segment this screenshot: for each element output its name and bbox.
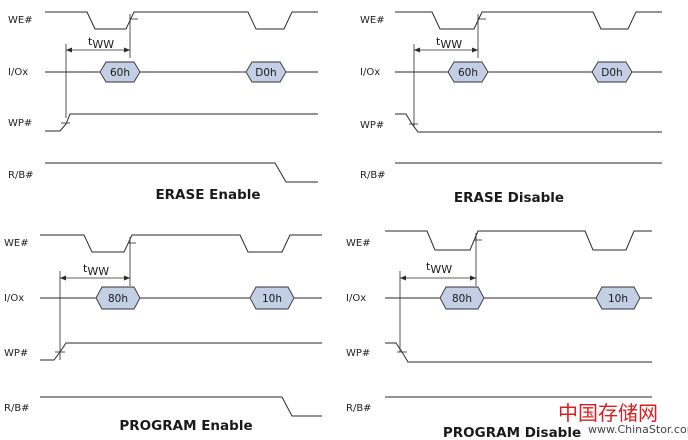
panel-program-disable: WE# I/Ox WP# R/B# tWW 80h 10h PROGRAM Di… [346,230,652,440]
watermark-url: www.ChinaStor.com [588,423,688,436]
label-rb: R/B# [8,170,34,181]
command-box [99,61,141,83]
wp-waveform [45,113,318,132]
tww-label: tWW [436,35,462,51]
we-waveform [395,11,662,30]
label-rb: R/B# [4,403,30,414]
label-we: WE# [8,15,33,26]
arrow-left [66,47,72,53]
label-rb: R/B# [346,403,372,414]
rb-waveform [45,162,318,183]
label-wp: WP# [4,348,28,359]
panel-program-enable: WE# I/Ox WP# R/B# tWW 80h 10h PROGRAM En… [4,234,322,434]
panel-caption: PROGRAM Disable [443,425,581,440]
arrow-right [472,47,478,53]
panel-caption: ERASE Enable [155,187,260,203]
label-io: I/Ox [8,67,28,78]
label-io: I/Ox [360,67,380,78]
command-byte-2: 10h [608,293,628,305]
command-byte-2: D0h [255,67,276,79]
label-we: WE# [4,238,29,249]
wp-waveform [385,342,652,363]
command-box [249,286,295,310]
panel-erase-enable: WE# I/Ox WP# R/B# tWW 60h D0h ERASE Enab… [8,11,318,203]
command-byte-1: 60h [110,67,130,79]
command-byte-1: 80h [108,293,128,305]
label-rb: R/B# [360,170,386,181]
command-box [591,61,633,83]
wp-waveform [40,342,322,361]
command-box [439,286,485,310]
we-waveform [45,11,318,30]
command-byte-2: 10h [262,293,282,305]
command-box [95,286,141,310]
label-wp: WP# [8,118,32,129]
arrow-right [470,275,476,281]
label-io: I/Ox [4,293,24,304]
panel-caption: ERASE Disable [454,190,564,206]
label-wp: WP# [360,120,384,131]
tww-label: tWW [83,262,109,278]
arrow-right [124,275,130,281]
arrow-left [400,275,406,281]
arrow-right [124,47,130,53]
watermark-logo-text: 中国存储网 [558,401,658,425]
label-io: I/Ox [346,293,366,304]
label-we: WE# [346,238,371,249]
we-waveform [40,234,322,253]
tww-label: tWW [426,260,452,276]
label-wp: WP# [346,348,370,359]
tww-label: tWW [88,35,114,51]
arrow-left [60,275,66,281]
panel-caption: PROGRAM Enable [119,418,252,434]
wp-waveform [395,113,662,133]
command-byte-1: 60h [458,67,478,79]
we-waveform [385,230,652,251]
rb-waveform [40,396,322,417]
watermark: 中国存储网 www.ChinaStor.com [558,401,688,436]
panel-erase-disable: WE# I/Ox WP# R/B# tWW 60h D0h ERASE Disa… [360,11,662,206]
command-box [245,61,287,83]
command-box [447,61,489,83]
label-we: WE# [360,15,385,26]
arrow-left [414,47,420,53]
command-byte-2: D0h [601,67,622,79]
command-byte-1: 80h [452,293,472,305]
command-box [595,286,641,310]
